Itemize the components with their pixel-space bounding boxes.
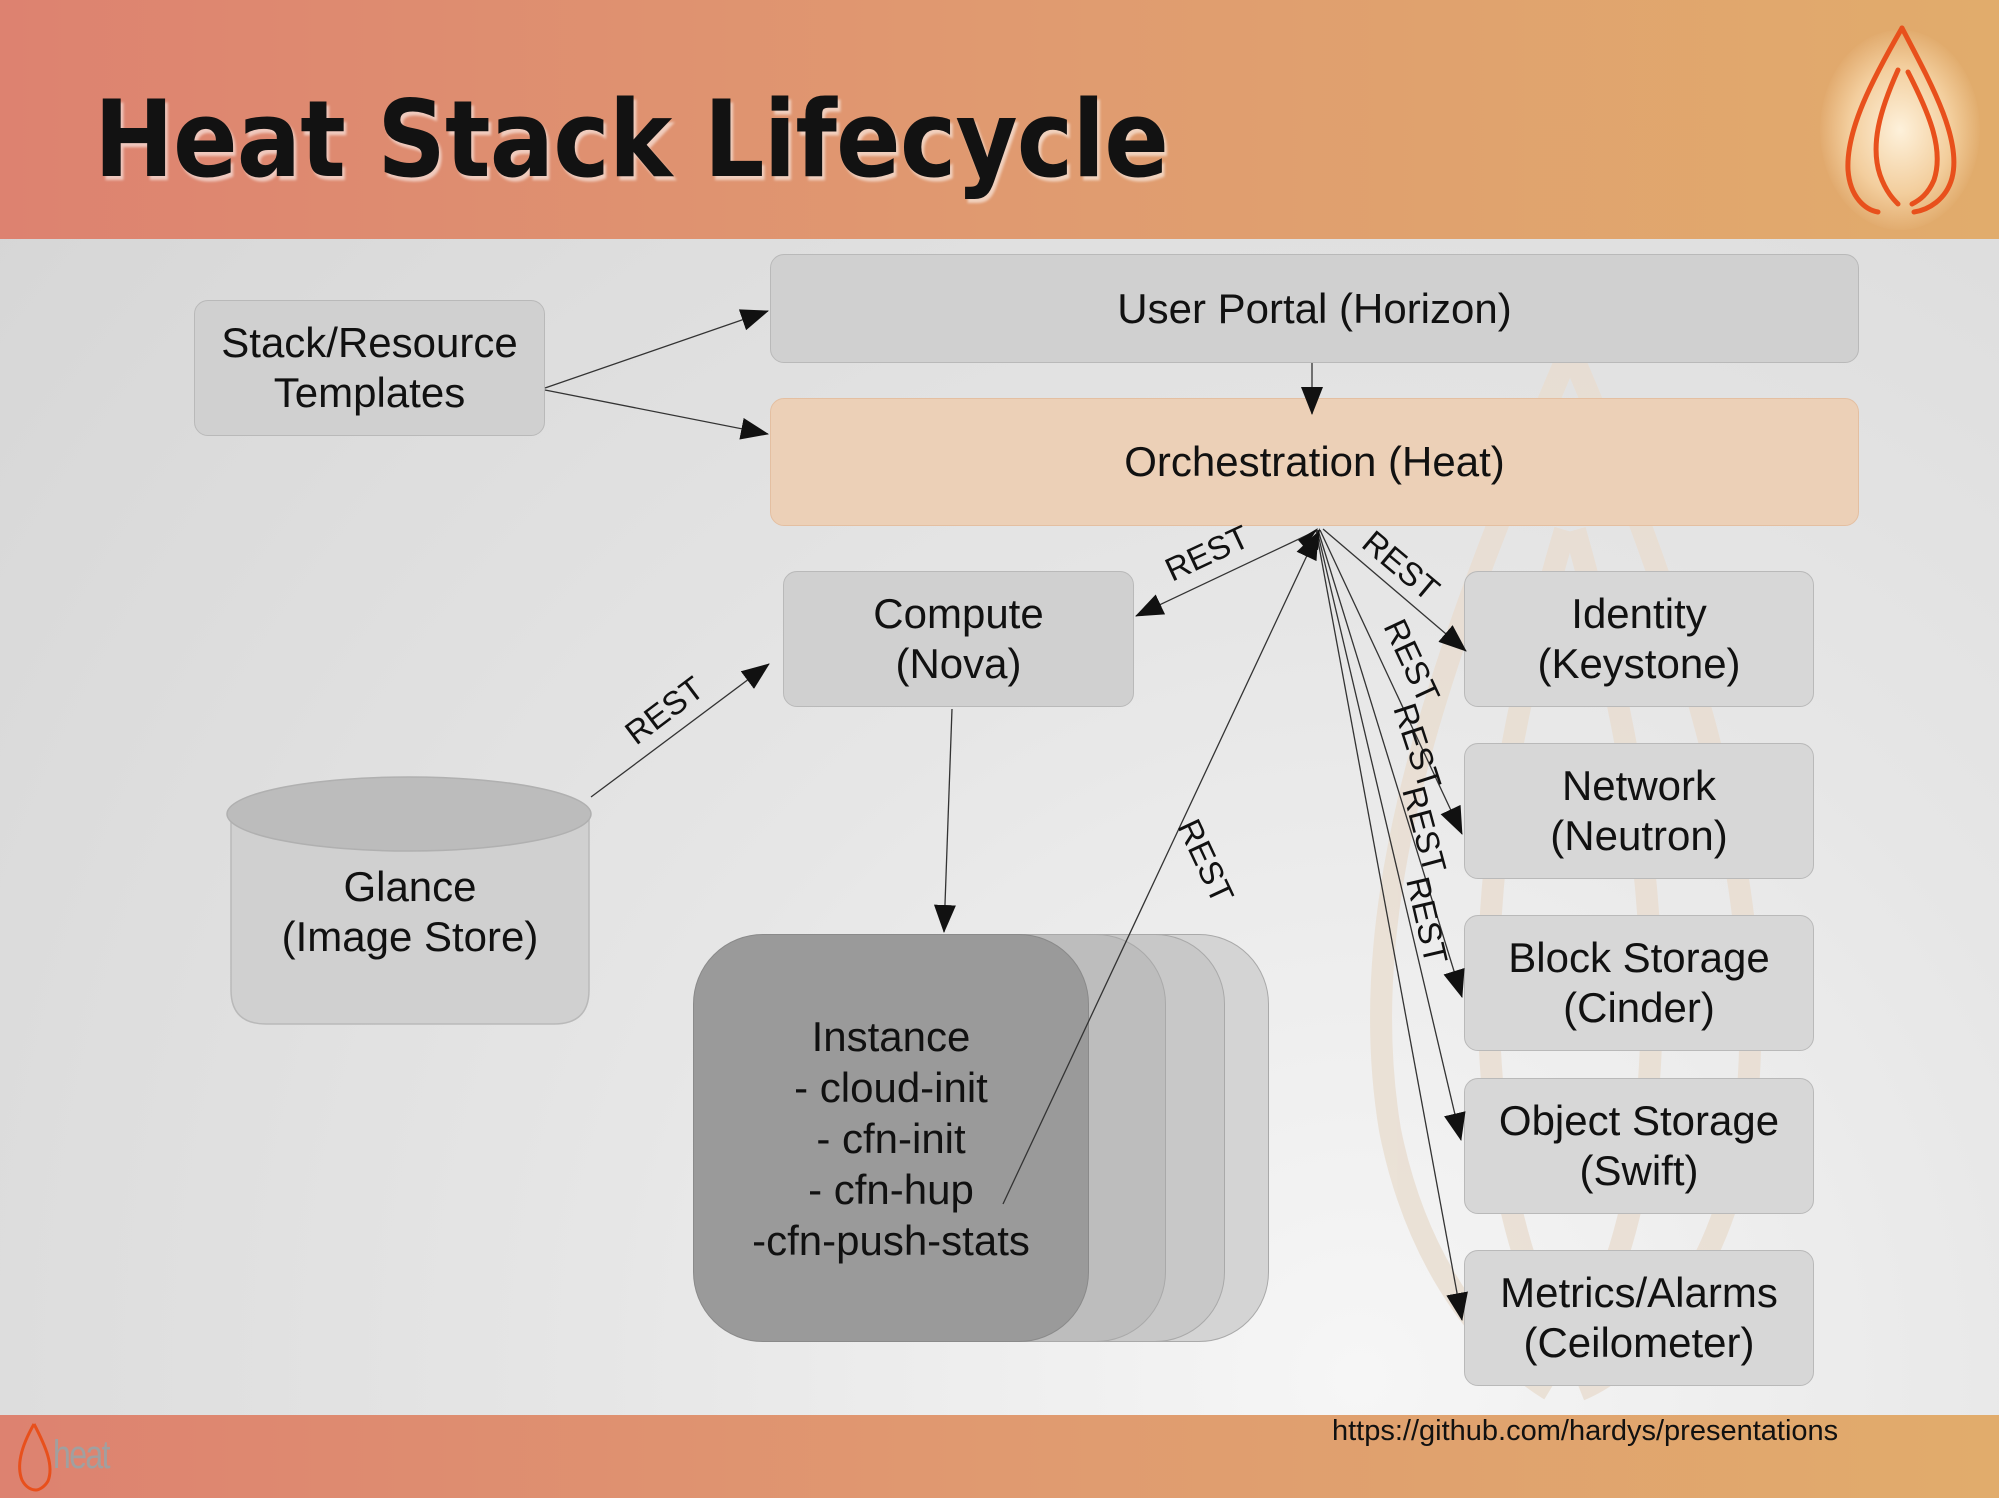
arrowhead-heat-in-1 [1298,528,1318,548]
keystone-node: Identity (Keystone) [1464,571,1814,707]
label-instance-heat: REST [1171,813,1242,908]
edge-nova-instance [933,708,956,933]
arrowhead-heat-in-2 [1308,528,1320,550]
edge-heat-keystone [1322,528,1467,652]
nova-node: Compute (Nova) [783,571,1134,707]
label-heat-cinder: REST [1386,699,1448,794]
edge-heat-nova [1135,529,1319,617]
ceilometer-node: Metrics/Alarms (Ceilometer) [1464,1250,1814,1386]
footer-banner [0,1415,1999,1498]
edge-templates-heat [544,389,769,440]
edge-glance-nova [590,663,770,798]
edge-heat-ceilometer [1315,529,1468,1321]
label-heat-nova: REST [1159,518,1254,589]
footer-logo-text: heat [53,1433,110,1477]
edge-heat-swift [1316,529,1466,1141]
edge-heat-cinder [1317,529,1465,998]
neutron-node: Network (Neutron) [1464,743,1814,879]
label-heat-ceilometer: REST [1399,873,1455,967]
cinder-node: Block Storage (Cinder) [1464,915,1814,1051]
swift-node: Object Storage (Swift) [1464,1078,1814,1214]
instance-node: Instance - cloud-init - cfn-init - cfn-h… [693,934,1089,1342]
edge-templates-horizon [544,309,769,389]
title-banner [0,0,1999,239]
label-heat-neutron: REST [1377,613,1448,708]
heat-node: Orchestration (Heat) [770,398,1859,526]
glance-node: Glance (Image Store) [281,863,539,960]
label-glance-nova: REST [618,669,711,752]
horizon-node: User Portal (Horizon) [770,254,1859,363]
edge-instance-heat [1002,531,1319,1205]
slide-title: Heat Stack Lifecycle [94,78,1169,201]
edge-heat-neutron [1319,529,1463,835]
templates-node: Stack/Resource Templates [194,300,545,436]
footer-url[interactable]: https://github.com/hardys/presentations [1332,1415,1839,1447]
flame-glow [1820,30,1980,230]
flame-logo-icon [1845,25,1957,215]
